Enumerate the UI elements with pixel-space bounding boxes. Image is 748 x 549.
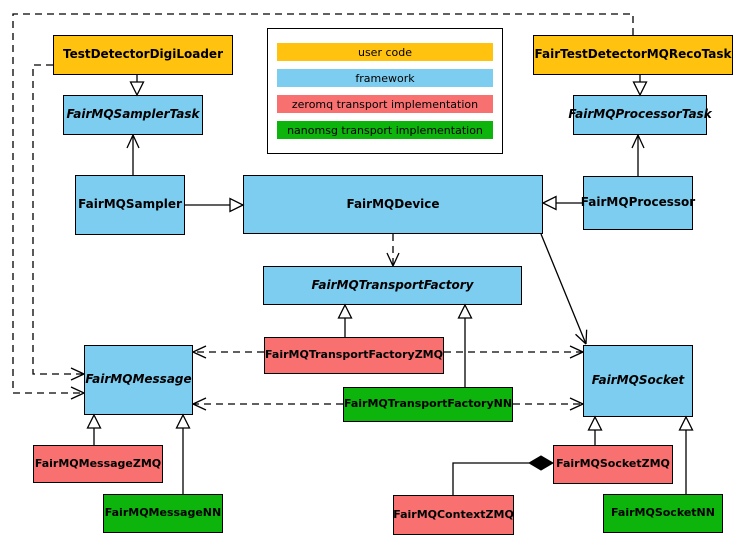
edge-fair-mq-processor--fair-mq-device xyxy=(541,195,583,211)
node-label: FairMQDevice xyxy=(346,196,440,211)
node-label: FairMQContextZMQ xyxy=(393,507,514,521)
edge-fair-mq-transport-factory-nn--fair-mq-socket xyxy=(513,397,584,411)
edge-fair-mq-transport-factory-zmq--fair-mq-transport-factory xyxy=(337,303,353,337)
open-arrow-icon xyxy=(192,345,207,359)
edge-fair-mq-socket-nn--fair-mq-socket xyxy=(678,415,694,494)
node-fair-mq-socket: FairMQSocket xyxy=(583,345,693,417)
node-fair-mq-sampler-task: FairMQSamplerTask xyxy=(63,95,203,135)
inheritance-triangle-icon xyxy=(587,415,603,431)
node-test-detector-digi-loader: TestDetectorDigiLoader xyxy=(53,35,233,75)
inheritance-triangle-icon xyxy=(229,197,245,213)
open-arrow-icon xyxy=(575,329,588,345)
node-label: FairMQSocketZMQ xyxy=(556,457,670,471)
inheritance-triangle-icon xyxy=(129,81,145,97)
node-fair-mq-socket-nn: FairMQSocketNN xyxy=(603,494,723,533)
node-fair-mq-message-zmq: FairMQMessageZMQ xyxy=(33,445,163,483)
open-arrow-icon xyxy=(192,397,207,411)
node-label: FairMQSocket xyxy=(591,373,685,388)
node-label: FairMQTransportFactoryZMQ xyxy=(265,348,443,362)
inheritance-triangle-icon xyxy=(541,195,557,211)
node-label: TestDetectorDigiLoader xyxy=(62,47,223,62)
node-label: FairMQProcessorTask xyxy=(568,107,712,122)
edge-fair-mq-context-zmq--fair-mq-socket-zmq xyxy=(452,455,554,495)
node-fair-mq-context-zmq: FairMQContextZMQ xyxy=(393,495,514,535)
edge-fair-mq-socket-zmq--fair-mq-socket xyxy=(587,415,603,445)
inheritance-triangle-icon xyxy=(337,303,353,319)
legend: user code framework zeromq transport imple… xyxy=(267,28,503,154)
legend-item-label: framework xyxy=(355,71,415,85)
node-label: FairMQSamplerTask xyxy=(66,107,200,122)
open-arrow-icon xyxy=(631,134,645,149)
node-fair-mq-transport-factory-zmq: FairMQTransportFactoryZMQ xyxy=(264,337,444,374)
node-fair-mq-processor: FairMQProcessor xyxy=(580,176,696,230)
node-label: FairTestDetectorMQRecoTask xyxy=(534,47,732,62)
inheritance-triangle-icon xyxy=(86,413,102,429)
node-label: FairMQProcessor xyxy=(580,195,696,210)
node-label: FairMQSampler xyxy=(78,197,182,212)
inheritance-triangle-icon xyxy=(632,81,648,97)
composition-diamond-icon xyxy=(528,455,554,471)
node-label: FairMQSocketNN xyxy=(611,506,715,520)
edge-fair-mq-transport-factory-nn--fair-mq-transport-factory xyxy=(457,303,473,387)
inheritance-triangle-icon xyxy=(678,415,694,431)
node-fair-mq-socket-zmq: FairMQSocketZMQ xyxy=(553,445,673,484)
node-label: FairMQMessageNN xyxy=(104,506,222,520)
edge-fair-mq-message-nn--fair-mq-message xyxy=(175,413,191,494)
node-label: FairMQTransportFactory xyxy=(311,277,474,292)
node-label: FairMQTransportFactoryNN xyxy=(343,397,513,411)
legend-item-user_code: user code xyxy=(277,43,493,61)
edge-fair-test-detector-mq-reco-task--fair-mq-processor-task xyxy=(632,75,648,97)
node-label: FairMQMessage xyxy=(85,372,192,387)
inheritance-triangle-icon xyxy=(175,413,191,429)
node-label: FairMQMessageZMQ xyxy=(34,456,162,470)
edge-fair-mq-sampler--fair-mq-device xyxy=(185,197,245,213)
legend-item-label: user code xyxy=(357,45,413,59)
node-fair-mq-message: FairMQMessage xyxy=(84,345,193,415)
open-arrow-icon xyxy=(70,367,85,381)
node-fair-mq-transport-factory-nn: FairMQTransportFactoryNN xyxy=(343,387,513,422)
open-arrow-icon xyxy=(569,397,584,411)
open-arrow-icon xyxy=(386,252,400,267)
legend-item-zeromq: zeromq transport implementation xyxy=(277,95,493,113)
edge-fair-mq-transport-factory-nn--fair-mq-message xyxy=(192,397,343,411)
legend-item-framework: framework xyxy=(277,69,493,87)
edge-fair-mq-device--fair-mq-socket xyxy=(540,233,588,345)
open-arrow-icon xyxy=(70,386,85,400)
edge-fair-mq-device--fair-mq-transport-factory xyxy=(386,234,400,267)
node-fair-mq-sampler: FairMQSampler xyxy=(75,175,185,235)
node-fair-mq-device: FairMQDevice xyxy=(243,175,543,234)
edge-fair-mq-sampler--fair-mq-sampler-task xyxy=(126,134,140,175)
edge-fair-mq-processor--fair-mq-processor-task xyxy=(631,134,645,176)
edge-fair-mq-transport-factory-zmq--fair-mq-socket xyxy=(444,345,584,359)
legend-item-label: nanomsg transport implementation xyxy=(287,123,483,137)
open-arrow-icon xyxy=(569,345,584,359)
legend-item-label: zeromq transport implementation xyxy=(291,97,479,111)
node-fair-test-detector-mq-reco-task: FairTestDetectorMQRecoTask xyxy=(533,35,733,75)
node-fair-mq-message-nn: FairMQMessageNN xyxy=(103,494,223,533)
inheritance-triangle-icon xyxy=(457,303,473,319)
open-arrow-icon xyxy=(126,134,140,149)
edge-fair-mq-message-zmq--fair-mq-message xyxy=(86,413,102,445)
legend-item-nanomsg: nanomsg transport implementation xyxy=(277,121,493,139)
node-fair-mq-transport-factory: FairMQTransportFactory xyxy=(263,266,522,305)
edge-test-detector-digi-loader--fair-mq-sampler-task xyxy=(129,75,145,97)
node-fair-mq-processor-task: FairMQProcessorTask xyxy=(568,95,712,135)
edge-fair-mq-transport-factory-zmq--fair-mq-message xyxy=(192,345,264,359)
